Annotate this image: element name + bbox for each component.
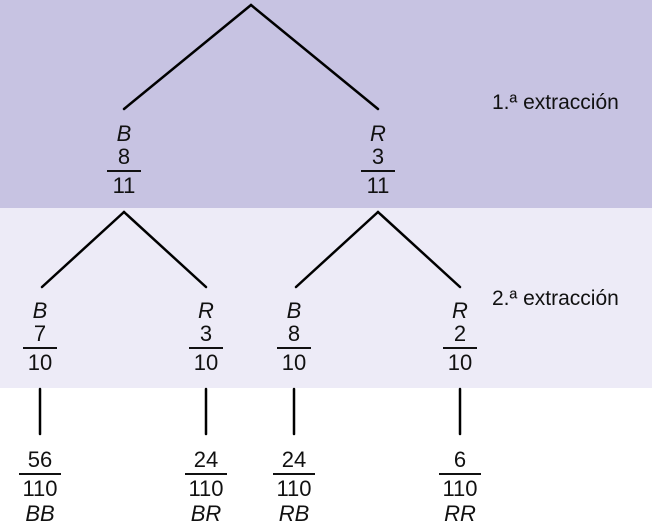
fraction-numerator: 8	[117, 144, 131, 169]
fraction-bar	[443, 347, 477, 349]
node-letter: R	[370, 121, 386, 146]
branch-root-b	[122, 3, 253, 111]
fraction-denominator: 110	[276, 476, 312, 501]
node-second-b-1: B 7 10	[10, 300, 70, 374]
outcome-br: 24 110 BR	[176, 449, 236, 525]
outcome-label: BB	[25, 501, 55, 526]
branch-r-r	[376, 210, 462, 289]
fraction-bar	[277, 347, 311, 349]
probability-fraction: 8 11	[94, 146, 154, 197]
fraction-denominator: 11	[366, 173, 390, 198]
node-letter: R	[198, 298, 214, 323]
fraction-numerator: 3	[371, 144, 385, 169]
fraction-denominator: 110	[442, 476, 478, 501]
fraction-denominator: 10	[193, 350, 219, 375]
fraction-bar	[23, 347, 57, 349]
probability-fraction: 7 10	[10, 323, 70, 374]
fraction-denominator: 10	[281, 350, 307, 375]
fraction-numerator: 8	[287, 321, 301, 346]
probability-fraction: 2 10	[430, 323, 490, 374]
fraction-denominator: 110	[188, 476, 224, 501]
fraction-numerator: 24	[281, 447, 307, 472]
fraction-numerator: 3	[199, 321, 213, 346]
node-first-r: R 3 11	[348, 123, 408, 197]
fraction-bar	[439, 473, 481, 475]
node-first-b: B 8 11	[94, 123, 154, 197]
probability-fraction: 3 10	[176, 323, 236, 374]
probability-fraction: 3 11	[348, 146, 408, 197]
fraction-denominator: 110	[22, 476, 58, 501]
fraction-numerator: 2	[453, 321, 467, 346]
fraction-numerator: 6	[453, 447, 467, 472]
node-letter: R	[452, 298, 468, 323]
fraction-denominator: 10	[27, 350, 53, 375]
fraction-bar	[185, 473, 227, 475]
second-draw-label: 2.ª extracción	[492, 287, 619, 310]
fraction-bar	[189, 347, 223, 349]
second-draw-band	[0, 208, 652, 388]
outcome-rr: 6 110 RR	[430, 449, 490, 525]
fraction-bar	[273, 473, 315, 475]
node-letter: B	[116, 121, 132, 146]
first-draw-band	[0, 0, 652, 208]
outcome-label: BR	[190, 501, 222, 526]
fraction-numerator: 7	[33, 321, 47, 346]
node-letter: B	[286, 298, 302, 323]
outcome-label: RB	[278, 501, 310, 526]
branch-r-b	[294, 210, 380, 289]
branch-root-r	[249, 3, 380, 111]
fraction-numerator: 56	[27, 447, 53, 472]
fraction-denominator: 11	[112, 173, 136, 198]
branch-b-b	[40, 210, 126, 289]
node-second-r-1: R 3 10	[176, 300, 236, 374]
outcome-bb: 56 110 BB	[10, 449, 70, 525]
outcome-rb: 24 110 RB	[264, 449, 324, 525]
fraction-bar	[107, 170, 141, 172]
fraction-denominator: 10	[447, 350, 473, 375]
outcome-label: RR	[444, 501, 476, 526]
node-second-b-2: B 8 10	[264, 300, 324, 374]
node-second-r-2: R 2 10	[430, 300, 490, 374]
fraction-bar	[361, 170, 395, 172]
node-letter: B	[32, 298, 48, 323]
probability-fraction: 8 10	[264, 323, 324, 374]
first-draw-label: 1.ª extracción	[492, 91, 619, 114]
fraction-numerator: 24	[193, 447, 219, 472]
branch-b-r	[122, 210, 208, 289]
fraction-bar	[19, 473, 61, 475]
